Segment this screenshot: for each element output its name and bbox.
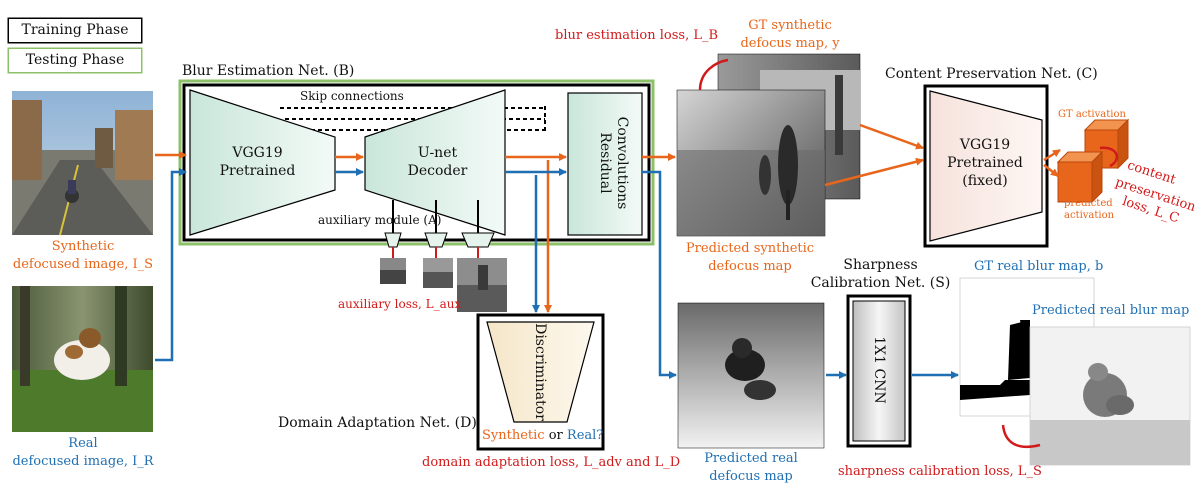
real-input-label-1: Real <box>68 436 98 451</box>
synthetic-input-label-1: Synthetic <box>51 239 115 254</box>
predicted-activation-cube <box>1056 150 1104 204</box>
pred-real-label-2: defocus map <box>709 469 793 484</box>
discriminator-output-label: Synthetic or Real? <box>482 428 603 444</box>
synthetic-input-label-2: defocused image, I_S <box>12 257 154 272</box>
auxiliary-module <box>380 200 507 312</box>
auxiliary-module-label: auxiliary module (A) <box>318 213 442 227</box>
blur-estimation-box <box>182 83 651 242</box>
predicted-synthetic-defocus-map <box>676 89 826 237</box>
real-input-image <box>12 286 153 432</box>
residual-label-2: Convolutions <box>614 116 630 210</box>
pred-activation-label-2: activation <box>1064 210 1115 221</box>
residual-label-1: Residual <box>597 132 613 194</box>
vgg19-fixed-encoder <box>929 90 1043 242</box>
discriminator-trapezoid <box>486 321 595 423</box>
vgg19-label-1: VGG19 <box>232 145 283 161</box>
unet-decoder <box>364 89 506 236</box>
content-preservation-title: Content Preservation Net. (C) <box>885 66 1098 82</box>
sharpness-loss-arc <box>1001 424 1041 449</box>
content-loss-arc <box>1099 146 1119 168</box>
cp-vgg-label-1: VGG19 <box>959 137 1011 153</box>
predicted-real-defocus-map <box>677 302 825 449</box>
output-real: Real? <box>566 428 604 443</box>
predicted-real-blur-map <box>1029 326 1191 466</box>
output-or: or <box>548 428 563 443</box>
sharpness-loss-label: sharpness calibration loss, L_S <box>838 464 1042 479</box>
pred-synthetic-label-2: defocus map <box>708 259 792 274</box>
real-flow-arrows <box>155 168 959 379</box>
pred-synthetic-label-1: Predicted synthetic <box>685 241 815 256</box>
skip-connections-label: Skip connections <box>300 89 404 103</box>
residual-convolutions-box <box>567 92 643 236</box>
domain-adaptation-title: Domain Adaptation Net. (D) <box>278 415 477 431</box>
cp-vgg-label-2: Pretrained <box>947 155 1023 171</box>
sharpness-title-1: Sharpness <box>843 257 918 273</box>
gt-synthetic-label-2: defocus map, y <box>740 36 840 51</box>
real-input-label-2: defocused image, I_R <box>12 454 154 469</box>
output-synthetic: Synthetic <box>482 428 545 443</box>
pred-real-blur-label: Predicted real blur map <box>1032 303 1190 318</box>
gt-real-blur-label: GT real blur map, b <box>974 259 1104 274</box>
vgg19-label-2: Pretrained <box>219 163 296 179</box>
auxiliary-loss-label: auxiliary loss, L_aux <box>338 297 462 311</box>
blur-estimation-loss-label: blur estimation loss, L_B <box>555 28 719 43</box>
sharpness-title-2: Calibration Net. (S) <box>810 275 951 291</box>
unet-label-2: Decoder <box>407 163 468 179</box>
synthetic-input-image <box>12 91 153 236</box>
legend-testing: Testing Phase <box>9 49 141 72</box>
blur-loss-arc <box>698 58 729 91</box>
gt-synthetic-label-1: GT synthetic <box>748 18 832 33</box>
cnn-label: 1X1 CNN <box>871 336 887 404</box>
domain-adaptation-loss-label: domain adaptation loss, L_adv and L_D <box>422 455 681 470</box>
pred-real-label-1: Predicted real <box>704 451 798 466</box>
testing-phase-outline <box>178 79 655 246</box>
gt-activation-label: GT activation <box>1058 109 1126 120</box>
unet-label-1: U-net <box>417 145 458 161</box>
discriminator-label: Discriminator <box>532 323 548 421</box>
vgg19-encoder <box>189 89 336 236</box>
cnn-block <box>852 300 906 442</box>
synthetic-flow-arrows <box>155 123 1061 313</box>
pred-activation-label-1: predicted <box>1064 198 1113 209</box>
legend-training: Training Phase <box>9 19 141 42</box>
blur-estimation-title: Blur Estimation Net. (B) <box>182 63 355 79</box>
cp-vgg-label-3: (fixed) <box>962 173 1008 189</box>
